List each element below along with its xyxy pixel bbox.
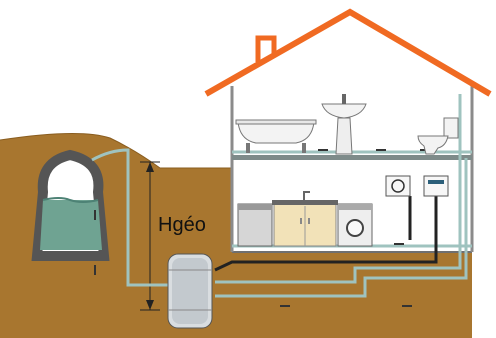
height-label: Hgéo [158,214,206,237]
roof-outline [206,12,490,94]
sink-icon [322,94,366,154]
dishwasher-icon [238,204,272,246]
control-unit-icon [424,176,448,196]
underground-cistern-icon [37,155,104,256]
bathtub-icon [236,120,316,153]
toilet-icon [418,118,458,154]
pump-tank-icon [168,254,212,328]
washing-machine-icon [338,204,372,246]
pressure-gauge-icon [386,176,410,196]
kitchen-cabinet-icon [272,192,338,246]
